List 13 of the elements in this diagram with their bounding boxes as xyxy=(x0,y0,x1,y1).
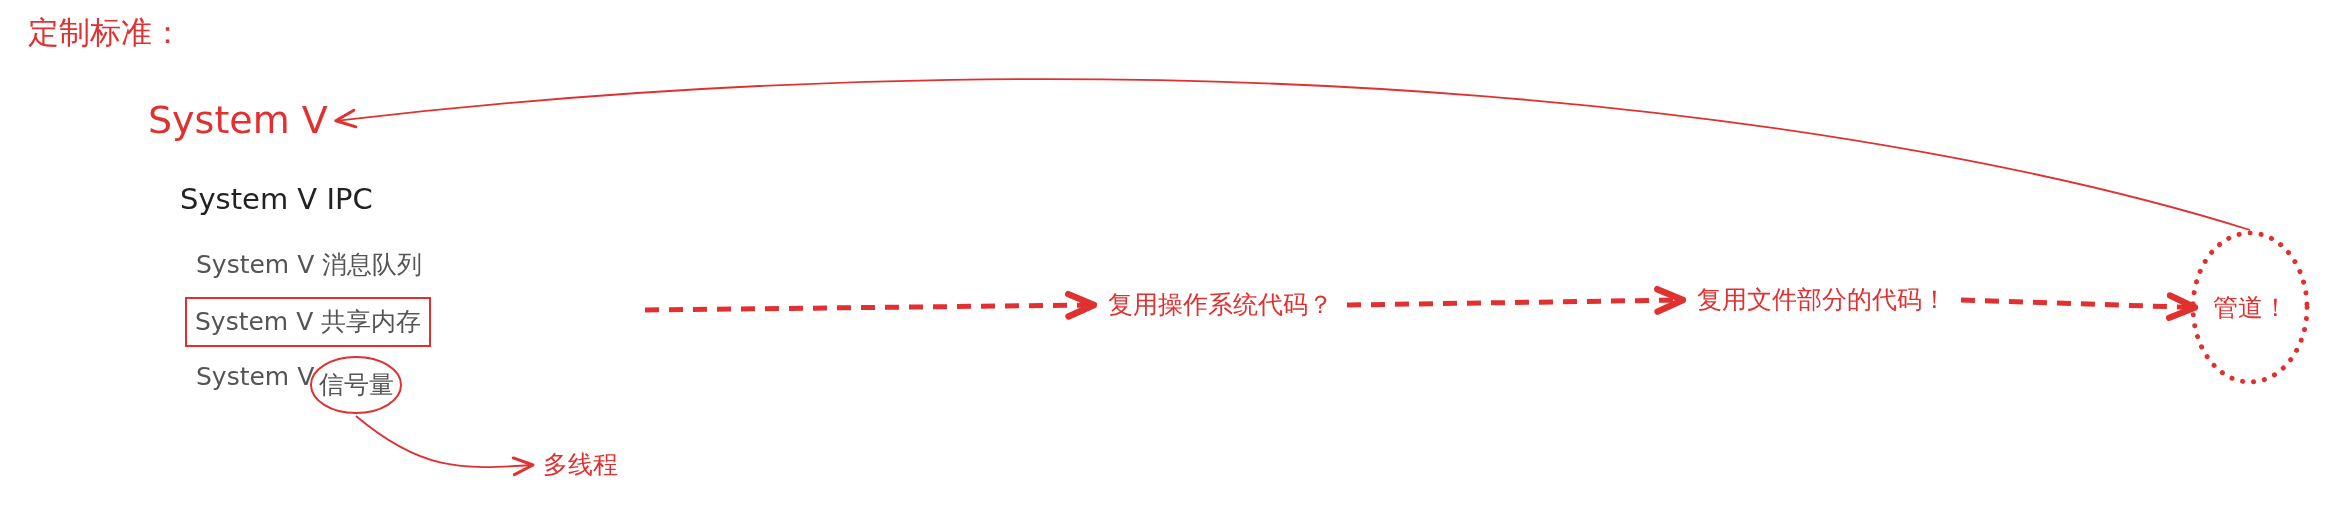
arrow xyxy=(644,290,1098,320)
title-text: System V xyxy=(148,98,328,144)
boxed-text: System V 共享内存 xyxy=(185,297,432,347)
heading: 定制标准： xyxy=(28,14,183,52)
subheading: System V IPC xyxy=(180,182,373,217)
annotation-text: 复用文件部分的代码！ xyxy=(1697,285,1947,315)
arrow xyxy=(1346,286,1687,315)
arrow xyxy=(355,415,535,477)
annotation-text: 多线程 xyxy=(543,450,618,480)
arrow xyxy=(334,78,2251,231)
arrow xyxy=(1960,292,2199,322)
annotation-text: 复用操作系统代码？ xyxy=(1108,290,1333,320)
circled-text: 管道！ xyxy=(2190,230,2310,385)
